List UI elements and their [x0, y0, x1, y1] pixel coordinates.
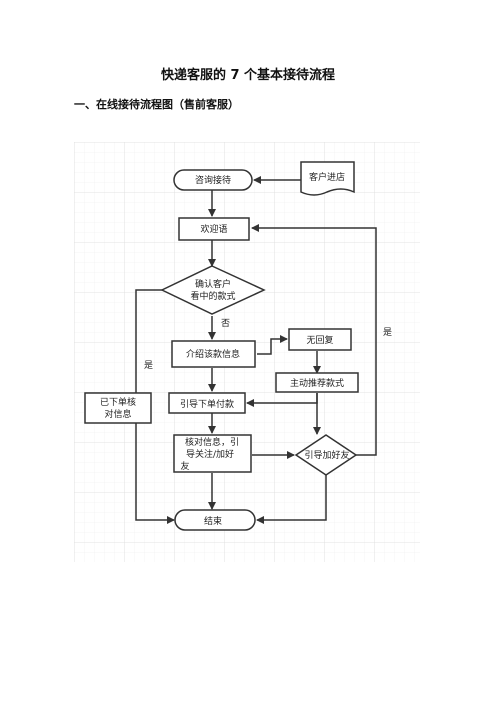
node-confirm — [160, 265, 266, 315]
edge-ordered-to-end — [135, 412, 175, 524]
label-ordered-1: 已下单核 — [100, 396, 136, 408]
node-labels: 咨询接待 客户进店 欢迎语 确认客户 看中的款式 介绍该款信息 无回复 主动推荐… — [100, 171, 350, 527]
label-confirm-1: 确认客户 — [195, 278, 231, 290]
node-ordered — [84, 392, 152, 424]
label-introduce: 介绍该款信息 — [186, 348, 240, 360]
label-confirm-2: 看中的款式 — [190, 290, 235, 302]
node-customer-enter — [300, 161, 355, 196]
edge-label-yes-right: 是 — [383, 327, 392, 338]
label-verify-3: 友 — [180, 460, 189, 472]
node-guide-friend — [294, 434, 358, 476]
document-title: 快递客服的 7 个基本接待流程 — [160, 68, 336, 83]
edge-guidefriend-to-welcome — [251, 224, 377, 456]
edge-confirm-to-ordered — [135, 289, 172, 393]
node-introduce — [171, 340, 256, 368]
nodes — [84, 161, 359, 531]
node-verify — [173, 434, 252, 473]
label-no-reply: 无回复 — [306, 334, 333, 346]
label-ordered-2: 对信息 — [104, 408, 131, 420]
node-end — [174, 509, 256, 531]
section-title: 一、在线接待流程图（售前客服） — [74, 98, 239, 111]
node-recommend — [275, 372, 359, 393]
label-consult: 咨询接待 — [195, 174, 231, 186]
label-customer-enter: 客户进店 — [309, 171, 345, 183]
label-guide-friend: 引导加好友 — [304, 449, 349, 461]
label-welcome: 欢迎语 — [200, 223, 227, 235]
edge-labels: 否 是 是 — [144, 318, 392, 371]
label-verify-1: 核对信息，引 — [185, 436, 239, 448]
node-welcome — [178, 217, 250, 241]
node-no-reply — [288, 328, 352, 351]
flowchart-diagram: 咨询接待 客户进店 欢迎语 确认客户 看中的款式 介绍该款信息 无回复 主动推荐… — [74, 142, 420, 562]
edge-introduce-to-noreply — [257, 335, 288, 355]
node-consult — [173, 169, 253, 191]
node-guide-pay — [168, 392, 246, 414]
edge-guidefriend-to-end — [256, 475, 327, 524]
label-end: 结束 — [204, 515, 222, 527]
label-recommend: 主动推荐款式 — [290, 377, 344, 389]
edges — [135, 176, 377, 524]
edge-label-no: 否 — [221, 318, 230, 329]
edge-label-yes-left: 是 — [144, 360, 153, 371]
label-verify-2: 导关注/加好 — [186, 448, 234, 460]
label-guide-pay: 引导下单付款 — [180, 398, 234, 410]
